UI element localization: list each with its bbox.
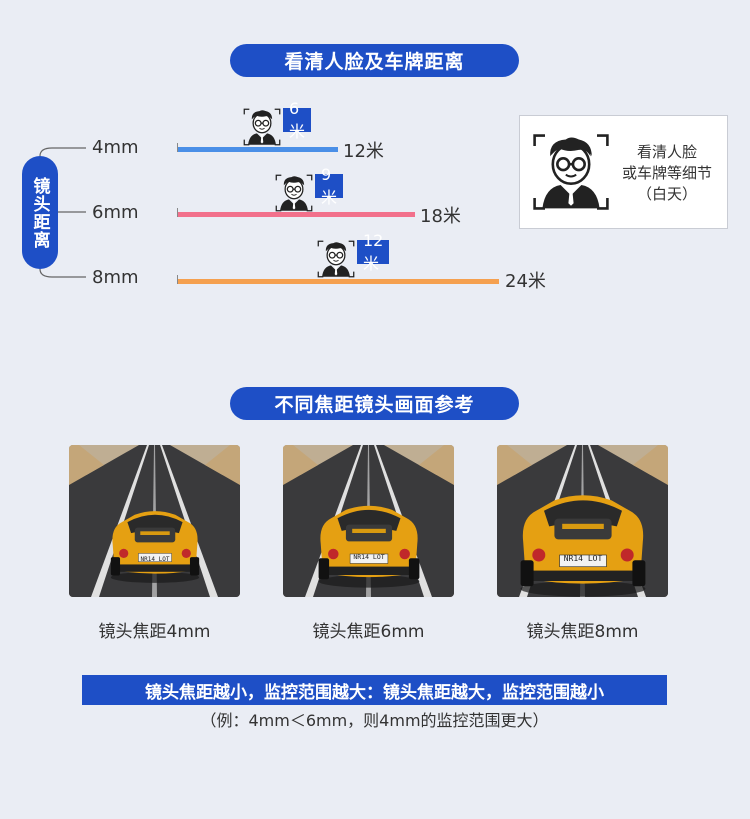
range-bar-8mm <box>177 275 499 284</box>
caption-6mm: 镜头焦距6mm <box>312 622 425 642</box>
face-distance-8mm: 12米 <box>357 231 390 273</box>
face-icon <box>317 240 355 278</box>
legend-line-2: 或车牌等细节 <box>621 164 712 182</box>
legend-line-3: （白天） <box>636 185 697 203</box>
focal-4mm-label: 4mm <box>92 137 139 158</box>
legend-line-1: 看清人脸 <box>636 143 697 161</box>
reference-photo-4mm: NR14 LOT <box>69 445 240 597</box>
reference-photo-6mm: NR14 LOT <box>283 445 454 597</box>
caption-4mm: 镜头焦距4mm <box>98 622 211 642</box>
section-title-distance: 看清人脸及车牌距离 <box>230 44 519 77</box>
range-8mm-value: 24米 <box>505 271 546 292</box>
face-distance-4mm: 6米 <box>283 99 311 141</box>
section-title-reference: 不同焦距镜头画面参考 <box>230 387 519 420</box>
lens-bracket-lines <box>39 147 86 278</box>
legend-box: 看清人脸 或车牌等细节 （白天） <box>519 115 728 229</box>
lens-distance-label: 镜头距离 <box>22 156 58 269</box>
focal-8mm-label: 8mm <box>92 267 139 288</box>
reference-photo-8mm: NR14 LOT <box>497 445 668 597</box>
focal-length-note: 镜头焦距越小，监控范围越大：镜头焦距越大，监控范围越小 <box>82 675 667 705</box>
license-plate: NR14 LOT <box>353 553 384 561</box>
face-distance-6mm: 9米 <box>315 165 343 207</box>
range-6mm-value: 18米 <box>420 206 461 227</box>
focal-length-example: （例：4mm＜6mm，则4mm的监控范围更大） <box>200 711 549 730</box>
face-icon <box>243 108 281 146</box>
range-4mm-value: 12米 <box>343 141 384 162</box>
focal-6mm-label: 6mm <box>92 202 139 223</box>
license-plate: NR14 LOT <box>141 556 170 563</box>
face-icon <box>275 174 313 212</box>
license-plate: NR14 LOT <box>564 554 603 563</box>
range-bar-4mm <box>177 143 338 152</box>
range-bar-6mm <box>177 208 415 217</box>
caption-8mm: 镜头焦距8mm <box>526 622 639 642</box>
face-icon <box>533 134 609 210</box>
legend-text: 看清人脸 或车牌等细节 （白天） <box>608 142 726 205</box>
